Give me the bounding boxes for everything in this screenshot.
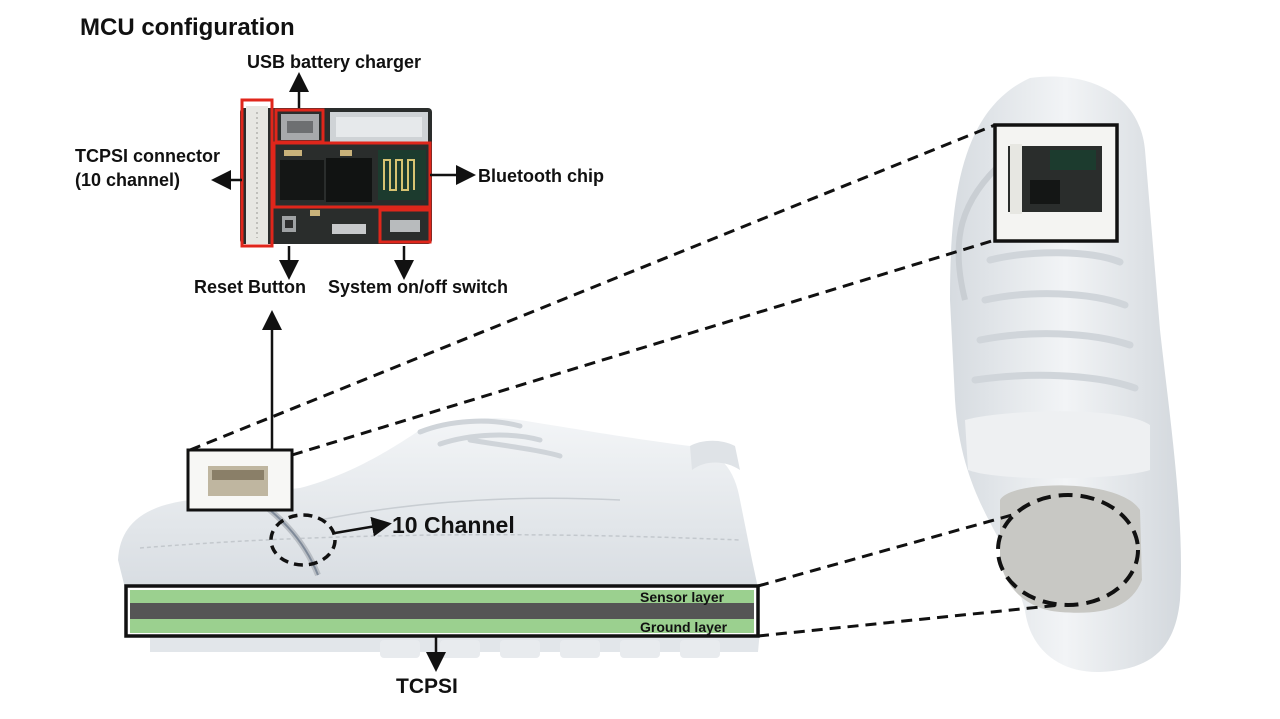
figure-title: MCU configuration: [80, 14, 295, 41]
top-shoe-laces: [971, 249, 1139, 392]
label-usb-charger: USB battery charger: [247, 52, 421, 72]
label-10-channel: 10 Channel: [392, 512, 515, 538]
label-power-switch: System on/off switch: [328, 277, 508, 297]
arrow-channel: [334, 516, 392, 537]
heel-dashed-ellipse: [996, 493, 1140, 607]
reset-button-part: [285, 220, 293, 228]
shoe-laces: [417, 418, 563, 459]
label-sensor-layer: Sensor layer: [640, 589, 725, 605]
highlight-switch: [378, 208, 432, 244]
label-ground-layer: Ground layer: [640, 619, 728, 635]
label-reset-button: Reset Button: [194, 277, 306, 297]
mcu-chip: [280, 160, 324, 200]
sensor-layer-bar: [130, 590, 754, 603]
heel-opening: [1000, 485, 1142, 613]
zoom-line-layer-bottom: [757, 603, 1061, 638]
power-switch-part: [390, 220, 420, 232]
label-bluetooth-chip: Bluetooth chip: [478, 166, 604, 186]
zoom-line-mcu-bottom: [291, 238, 996, 457]
bluetooth-module: [326, 158, 372, 202]
channel-dashed-ellipse: [269, 513, 337, 567]
label-tcpsi-channels: (10 channel): [75, 170, 180, 190]
middle-layer-bar: [130, 603, 754, 619]
label-tcpsi: TCPSI: [396, 675, 458, 698]
label-tcpsi-connector: TCPSI connector: [75, 146, 220, 166]
ground-layer-bar: [130, 619, 754, 633]
tcpsi-connector-strip: [246, 106, 268, 244]
highlight-connector: [240, 98, 274, 248]
tcpsi-layers: Sensor layer Ground layer: [124, 584, 760, 638]
mcu-board: [240, 98, 432, 248]
zoom-line-layer-top: [757, 513, 1013, 588]
zoom-line-mcu-top: [189, 123, 996, 452]
shoe-tongue: [965, 411, 1150, 479]
bluetooth-antenna: [383, 159, 415, 191]
